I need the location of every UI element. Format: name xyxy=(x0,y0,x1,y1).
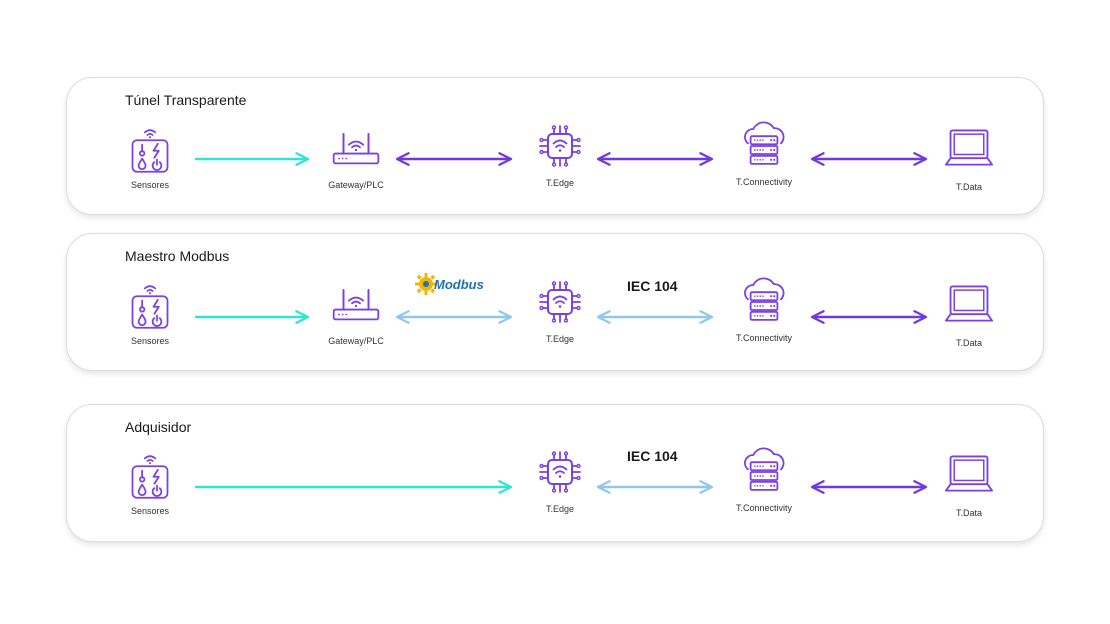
node-label: Gateway/PLC xyxy=(328,336,384,346)
sensor-panel-icon xyxy=(129,279,171,331)
cloud-server-icon xyxy=(739,447,789,497)
row-title: Túnel Transparente xyxy=(125,92,247,108)
node-label: T.Connectivity xyxy=(735,177,793,187)
node-label: Gateway/PLC xyxy=(328,180,384,190)
sensor-panel-icon xyxy=(129,449,171,501)
modbus-label: Modbus xyxy=(434,276,484,292)
node-label: T.Edge xyxy=(545,334,575,344)
row-adquisidor: Adquisidor xyxy=(66,404,1044,542)
node-tedge: T.Edge xyxy=(500,448,620,514)
chip-icon xyxy=(536,278,584,326)
cloud-server-icon xyxy=(739,277,789,327)
row-title: Maestro Modbus xyxy=(125,248,230,264)
node-label: T.Connectivity xyxy=(735,333,793,343)
node-label: T.Data xyxy=(955,508,982,518)
node-label: T.Edge xyxy=(545,178,575,188)
node-tedge: T.Edge xyxy=(500,122,620,188)
laptop-icon xyxy=(945,282,993,326)
node-tdata: T.Data xyxy=(909,126,1029,192)
node-tconnectivity: T.Connectivity xyxy=(704,447,824,513)
node-tedge: T.Edge xyxy=(500,278,620,344)
node-label: T.Data xyxy=(955,182,982,192)
node-gateway: Gateway/PLC xyxy=(296,288,416,346)
chip-icon xyxy=(536,448,584,496)
row-tunel-transparente: Túnel Transparente xyxy=(66,77,1044,215)
modbus-logo: Modbus xyxy=(414,272,484,296)
node-sensores: Sensores xyxy=(90,123,210,190)
node-label: T.Data xyxy=(955,338,982,348)
node-label: T.Edge xyxy=(545,504,575,514)
node-sensores: Sensores xyxy=(90,279,210,346)
row-maestro-modbus: Maestro Modbus xyxy=(66,233,1044,371)
iec104-label: IEC 104 xyxy=(627,278,678,294)
node-label: Sensores xyxy=(130,506,170,516)
node-label: Sensores xyxy=(130,180,170,190)
node-tdata: T.Data xyxy=(909,282,1029,348)
router-icon xyxy=(331,288,381,324)
node-label: T.Connectivity xyxy=(735,503,793,513)
node-tdata: T.Data xyxy=(909,452,1029,518)
node-tconnectivity: T.Connectivity xyxy=(704,121,824,187)
iec104-label: IEC 104 xyxy=(627,448,678,464)
laptop-icon xyxy=(945,452,993,496)
node-gateway: Gateway/PLC xyxy=(296,132,416,190)
node-sensores: Sensores xyxy=(90,449,210,516)
node-tconnectivity: T.Connectivity xyxy=(704,277,824,343)
modbus-gear-icon xyxy=(415,273,437,295)
row-title: Adquisidor xyxy=(125,419,192,435)
node-label: Sensores xyxy=(130,336,170,346)
